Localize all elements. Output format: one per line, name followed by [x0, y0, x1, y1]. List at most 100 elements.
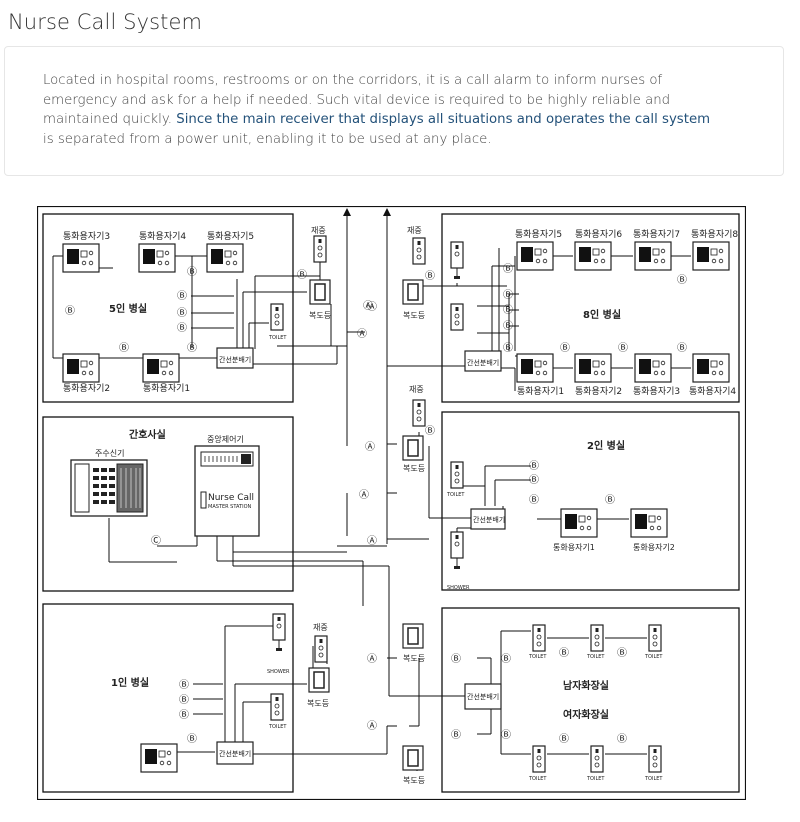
restroom-box	[441, 607, 740, 793]
splitter-5-label: 간선분배기	[219, 355, 251, 364]
toilet-1-label: TOILET	[268, 724, 287, 730]
handset-5-2-label: 통화용자기2	[63, 383, 110, 394]
main-receiver-label: 주수신기	[95, 449, 124, 458]
handset-8-4-label: 통화용자기4	[689, 386, 736, 397]
markers-room-2: Ⓑ Ⓐ Ⓑ Ⓑ Ⓑ Ⓑ	[365, 425, 615, 506]
svg-text:Ⓑ: Ⓑ	[529, 474, 539, 486]
handset-5-4-label: 통화용자기4	[139, 231, 186, 242]
handset-8-7-label: 통화용자기7	[633, 229, 680, 240]
room-5-label: 5인 병실	[109, 302, 147, 315]
station-box	[42, 416, 294, 592]
svg-text:Ⓐ: Ⓐ	[357, 328, 367, 340]
svg-text:Ⓑ: Ⓑ	[65, 305, 75, 317]
diagram-frame	[37, 206, 746, 800]
splitter-8-label: 간선분배기	[467, 358, 499, 367]
toilet-f1-label: TOILET	[528, 776, 547, 782]
svg-text:Ⓑ: Ⓑ	[617, 733, 627, 745]
svg-text:Ⓑ: Ⓑ	[503, 289, 513, 301]
svg-text:Ⓑ: Ⓑ	[503, 263, 513, 275]
reset-8-label: 재중	[407, 226, 422, 235]
svg-text:Ⓑ: Ⓑ	[617, 647, 627, 659]
toilet-f3-label: TOILET	[644, 776, 663, 782]
nurse-call-system-diagram: 통화용자기3 통화용자기4 통화용자기5 통화용자기2 통화용자기1 5인 병실…	[37, 206, 746, 800]
svg-text:Ⓑ: Ⓑ	[425, 425, 435, 437]
room-box-2	[441, 411, 740, 591]
page-title: Nurse Call System	[8, 10, 203, 34]
svg-text:Ⓑ: Ⓑ	[179, 679, 189, 691]
room-1-group	[140, 613, 330, 773]
handset-8-1-label: 통화용자기1	[517, 386, 564, 397]
master-station-subtitle: MASTER STATION	[208, 504, 252, 510]
svg-text:Ⓑ: Ⓑ	[187, 342, 197, 354]
toilet-f2-label: TOILET	[586, 776, 605, 782]
handset-8-3-label: 통화용자기3	[633, 386, 680, 397]
description-highlight: Since the main receiver that displays al…	[176, 112, 711, 128]
handset-2-2-label: 통화용자기2	[633, 543, 675, 552]
master-station-title: Nurse Call	[208, 493, 254, 503]
room-box-5	[42, 213, 294, 403]
reset-2-label: 재중	[409, 385, 424, 394]
riser-arrows	[343, 208, 391, 216]
svg-text:Ⓑ: Ⓑ	[677, 274, 687, 286]
svg-text:Ⓐ: Ⓐ	[365, 441, 375, 453]
svg-text:Ⓑ: Ⓑ	[503, 320, 513, 332]
handset-8-5-label: 통화용자기5	[515, 229, 562, 240]
room-8-label: 8인 병실	[583, 308, 621, 321]
svg-text:Ⓑ: Ⓑ	[187, 733, 197, 745]
svg-text:Ⓑ: Ⓑ	[179, 709, 189, 721]
svg-text:Ⓑ: Ⓑ	[560, 342, 570, 354]
splitter-r-label: 간선분배기	[467, 692, 499, 701]
lamp-5-label: 복도등	[309, 311, 331, 320]
svg-text:Ⓐ: Ⓐ	[359, 489, 369, 501]
splitter-1-label: 간선분배기	[219, 749, 251, 758]
lamp-8-label: 복도등	[403, 311, 425, 320]
female-restroom-label: 여자화장실	[563, 708, 609, 721]
svg-text:Ⓑ: Ⓑ	[503, 304, 513, 316]
svg-text:Ⓑ: Ⓑ	[529, 494, 539, 506]
svg-text:Ⓑ: Ⓑ	[559, 647, 569, 659]
lamp-1-label: 복도등	[307, 699, 329, 708]
handset-8-2-label: 통화용자기2	[575, 386, 622, 397]
toilet-m3-label: TOILET	[644, 654, 663, 660]
markers-room-5: Ⓑ Ⓑ Ⓑ Ⓑ Ⓑ Ⓑ Ⓑ Ⓑ Ⓐ Ⓐ	[65, 266, 373, 354]
svg-text:Ⓑ: Ⓑ	[177, 290, 187, 302]
svg-text:Ⓐ: Ⓐ	[367, 535, 377, 547]
handset-8-8-label: 통화용자기8	[691, 229, 738, 240]
toilet-2-label: TOILET	[446, 492, 465, 498]
nurse-station-group	[70, 445, 260, 537]
markers-restroom: Ⓑ Ⓑ Ⓑ Ⓑ Ⓑ Ⓑ Ⓑ Ⓑ	[451, 647, 627, 745]
svg-text:Ⓑ: Ⓑ	[179, 694, 189, 706]
svg-text:Ⓑ: Ⓑ	[451, 729, 461, 741]
svg-text:Ⓑ: Ⓑ	[559, 733, 569, 745]
toilet-5-label: TOILET	[268, 335, 287, 341]
lamp-r1-label: 복도등	[403, 654, 425, 663]
handset-5-1-label: 통화용자기1	[143, 383, 190, 394]
handset-5-5-label: 통화용자기5	[207, 231, 254, 242]
svg-text:Ⓑ: Ⓑ	[177, 307, 187, 319]
wiring	[52, 210, 691, 771]
markers-station: Ⓒ Ⓐ Ⓐ	[151, 489, 377, 547]
svg-text:Ⓑ: Ⓑ	[529, 460, 539, 472]
shower-1-label: SHOWER	[267, 669, 290, 675]
svg-text:Ⓑ: Ⓑ	[501, 653, 511, 665]
handset-2-1-label: 통화용자기1	[553, 543, 595, 552]
lamp-2-label: 복도등	[403, 464, 425, 473]
svg-text:Ⓑ: Ⓑ	[605, 494, 615, 506]
lamp-r2-label: 복도등	[403, 776, 425, 785]
splitter-2-label: 간선분배기	[473, 515, 505, 524]
central-controller-label: 중앙제어기	[207, 434, 244, 444]
shower-2-label: SHOWER	[447, 585, 470, 591]
markers-room-8: Ⓑ Ⓐ Ⓑ Ⓑ Ⓑ Ⓑ Ⓑ Ⓑ Ⓑ Ⓑ Ⓑ	[367, 263, 687, 354]
male-restroom-label: 남자화장실	[563, 679, 609, 692]
description-panel: Located in hospital rooms, restrooms or …	[4, 46, 784, 176]
svg-text:Ⓐ: Ⓐ	[367, 301, 377, 313]
toilet-m2-label: TOILET	[586, 654, 605, 660]
svg-text:Ⓑ: Ⓑ	[177, 322, 187, 334]
room-box-8	[441, 213, 740, 403]
svg-text:Ⓒ: Ⓒ	[151, 535, 161, 547]
description-text: Located in hospital rooms, restrooms or …	[43, 71, 723, 149]
svg-text:Ⓐ: Ⓐ	[363, 300, 373, 312]
room-1-label: 1인 병실	[111, 676, 149, 689]
station-label: 간호사실	[129, 428, 166, 441]
room-8-group	[402, 237, 730, 383]
